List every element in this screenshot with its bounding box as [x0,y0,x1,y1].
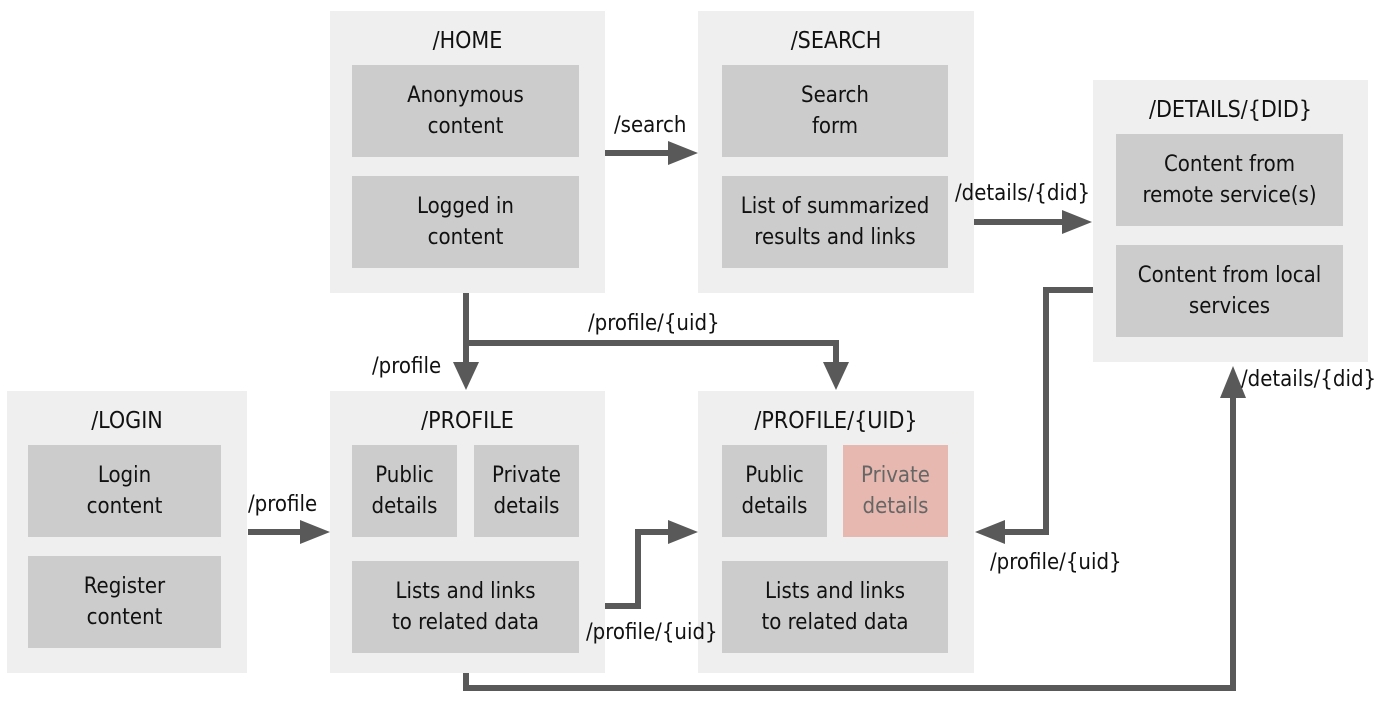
arrowhead-details [1062,210,1092,234]
profile-uid-related-lists: Lists and links to related data [722,561,948,653]
search-title: /SEARCH [790,28,882,54]
profile-uid-public-details: Public details [722,445,827,537]
edge-label-details-from-search: /details/{did} [955,181,1091,206]
home-title: /HOME [432,28,503,54]
edge-label-profile-uid-right: /profile/{uid} [990,550,1122,575]
profile-panel: /PROFILE Public details Private details … [330,391,605,673]
edge-label-profile-uid-top: /profile/{uid} [588,311,720,336]
login-content: Login content [28,445,221,537]
home-logged-in-content: Logged in content [352,176,579,268]
details-local-content: Content from local services [1116,245,1343,337]
arrowhead-profile-uid-left [668,520,698,544]
search-panel: /SEARCH Search form List of summarized r… [698,11,974,293]
profile-uid-panel: /PROFILE/{UID} Public details Private de… [698,391,974,673]
arrowhead-profile-uid-right [975,520,1005,544]
search-results-list: List of summarized results and links [722,176,948,268]
profile-private-details: Private details [474,445,579,537]
search-form: Search form [722,65,948,157]
edge-home-profile-uid [466,340,839,365]
arrowhead-profile-uid-top [823,362,849,390]
profile-uid-title: /PROFILE/{UID} [754,408,918,434]
arrowhead-details-bottom [1220,366,1246,398]
details-remote-content: Content from remote service(s) [1116,134,1343,226]
profile-related-lists: Lists and links to related data [352,561,579,653]
details-title: /DETAILS/{DID} [1148,97,1312,123]
register-content: Register content [28,556,221,648]
edge-label-search: /search [614,113,687,138]
edge-details-profile-uid [1005,287,1117,535]
edge-label-profile-home: /profile [372,354,442,379]
arrowhead-search [668,141,698,165]
login-title: /LOGIN [91,408,163,434]
arrowhead-login-profile [300,520,330,544]
profile-public-details: Public details [352,445,457,537]
profile-uid-private-details: Private details [843,445,948,537]
edge-label-details-from-profile: /details/{did} [1241,367,1376,392]
edge-label-profile-login: /profile [248,492,318,517]
arrowhead-profile [453,362,479,390]
details-panel: /DETAILS/{DID} Content from remote servi… [1093,80,1368,362]
home-anonymous-content: Anonymous content [352,65,579,157]
edge-profile-profile-uid [579,529,668,609]
profile-title: /PROFILE [421,408,514,434]
login-panel: /LOGIN Login content Register content [7,391,247,673]
edge-label-profile-uid-bottom: /profile/{uid} [586,620,718,645]
home-panel: /HOME Anonymous content Logged in conten… [330,11,605,293]
